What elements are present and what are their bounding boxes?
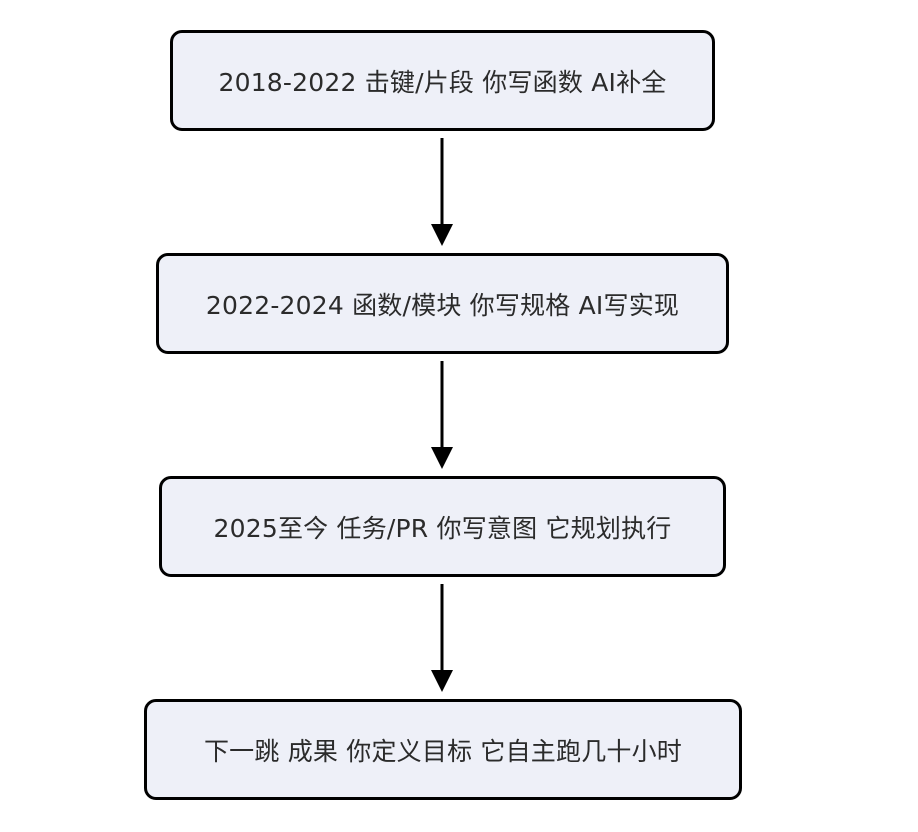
node-next-hop: 下一跳 成果 你定义目标 它自主跑几十小时 <box>144 699 742 800</box>
node-label: 2022-2024 函数/模块 你写规格 AI写实现 <box>205 290 680 320</box>
edge-n1-n2 <box>431 138 453 246</box>
node-keystroke-era: 2018-2022 击键/片段 你写函数 AI补全 <box>170 30 715 131</box>
node-function-era: 2022-2024 函数/模块 你写规格 AI写实现 <box>156 253 729 354</box>
node-label: 2025至今 任务/PR 你写意图 它规划执行 <box>213 513 672 543</box>
node-task-era: 2025至今 任务/PR 你写意图 它规划执行 <box>159 476 726 577</box>
node-label: 2018-2022 击键/片段 你写函数 AI补全 <box>218 67 667 97</box>
node-label: 下一跳 成果 你定义目标 它自主跑几十小时 <box>203 736 683 766</box>
edge-n3-n4 <box>431 584 453 692</box>
edge-n2-n3 <box>431 361 453 469</box>
